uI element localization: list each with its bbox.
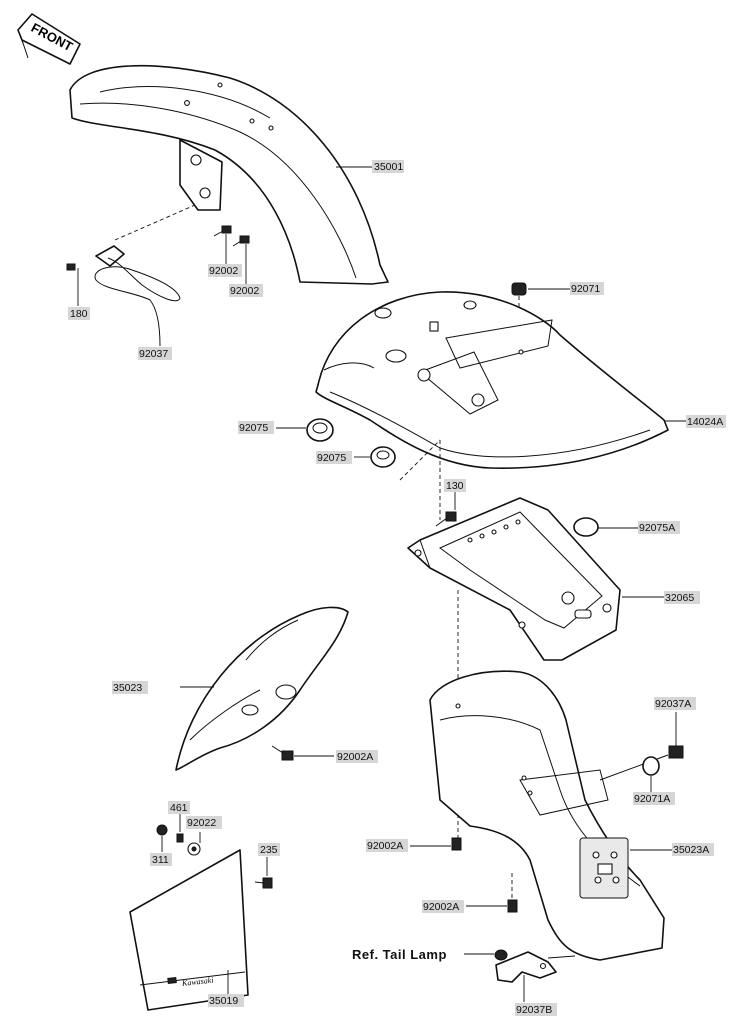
svg-text:92071: 92071 (571, 283, 600, 295)
decal-text: Kawasaki (181, 976, 214, 988)
label-92075A: 92075A (638, 521, 680, 534)
label-35001: 35001 (336, 160, 404, 173)
label-92002-b: 92002 (229, 284, 263, 297)
label-32065: 32065 (664, 591, 700, 604)
svg-text:92037B: 92037B (516, 1004, 552, 1016)
label-92002A-a: 92002A (336, 750, 378, 763)
grommet-92075-right (354, 446, 396, 468)
svg-text:180: 180 (70, 308, 88, 320)
svg-text:92037: 92037 (139, 348, 168, 360)
label-35023A: 35023A (672, 843, 714, 856)
label-92037B: 92037B (515, 1003, 557, 1016)
svg-text:92002A: 92002A (337, 751, 373, 763)
bolt-92002A-lower-2 (466, 870, 518, 913)
kawasaki-decal: Kawasaki (167, 976, 214, 988)
label-92075-b: 92075 (316, 451, 352, 464)
cap-92075A (573, 517, 638, 537)
label-92037A: 92037A (654, 697, 696, 710)
front-direction-tag: FRONT (17, 13, 81, 65)
fender-bracket-32065 (407, 497, 664, 840)
front-fender-35001 (69, 64, 389, 285)
svg-text:92075: 92075 (239, 422, 268, 434)
svg-text:92075: 92075 (317, 452, 346, 464)
clamp-92037A (599, 712, 684, 781)
label-92002A-c: 92002A (422, 900, 464, 913)
svg-text:35019: 35019 (209, 995, 238, 1007)
mud-flap-35019: Kawasaki (129, 849, 249, 1011)
label-92071A: 92071A (633, 792, 675, 805)
grommet-92071 (511, 282, 570, 352)
label-92002-a: 92002 (208, 264, 242, 277)
label-92002A-b: 92002A (366, 839, 408, 852)
side-flap-35023 (175, 606, 349, 771)
label-235: 235 (258, 843, 280, 856)
label-35019: 35019 (208, 994, 244, 1007)
label-92037: 92037 (138, 347, 172, 360)
label-92071: 92071 (570, 282, 604, 295)
svg-text:235: 235 (260, 844, 278, 856)
rear-fender-14024A (315, 291, 669, 469)
label-461: 461 (168, 801, 190, 814)
wire-clamp-92037 (66, 245, 181, 347)
svg-text:92037A: 92037A (655, 698, 691, 710)
bracket-92037B (495, 951, 576, 1002)
bolt-130 (435, 492, 457, 527)
svg-text:35023: 35023 (113, 682, 142, 694)
bolt-92002-pair (114, 204, 250, 284)
label-92022: 92022 (186, 816, 222, 829)
svg-text:92071A: 92071A (634, 793, 670, 805)
label-14024A: 14024A (664, 415, 726, 428)
svg-text:35023A: 35023A (673, 844, 709, 856)
svg-text:14024A: 14024A (687, 416, 723, 428)
rear-fender-35023A (429, 670, 672, 961)
label-180: 180 (68, 307, 90, 320)
label-92075-a: 92075 (238, 421, 274, 434)
bolt-92002A-flap (271, 745, 334, 761)
svg-text:130: 130 (446, 480, 464, 492)
label-130: 130 (444, 479, 466, 492)
svg-text:461: 461 (170, 802, 188, 814)
svg-text:92022: 92022 (187, 817, 216, 829)
svg-text:32065: 32065 (665, 592, 694, 604)
ref-tail-lamp-note: Ref. Tail Lamp (352, 947, 447, 962)
grommet-92071A (642, 756, 660, 792)
bolt-92002A-lower-1 (410, 837, 462, 851)
grommet-92075-left (276, 418, 334, 442)
svg-text:92002: 92002 (230, 285, 259, 297)
hardware-461-92022-311 (156, 814, 201, 856)
svg-text:92002A: 92002A (367, 840, 403, 852)
label-35023: 35023 (112, 681, 148, 694)
svg-text:92075A: 92075A (639, 522, 675, 534)
svg-text:311: 311 (152, 854, 169, 866)
tail-lamp-ref (464, 949, 508, 961)
svg-text:92002: 92002 (209, 265, 238, 277)
screw-235 (254, 857, 273, 889)
svg-text:92002A: 92002A (423, 901, 459, 913)
label-311: 311 (150, 853, 172, 866)
svg-text:35001: 35001 (374, 161, 403, 173)
